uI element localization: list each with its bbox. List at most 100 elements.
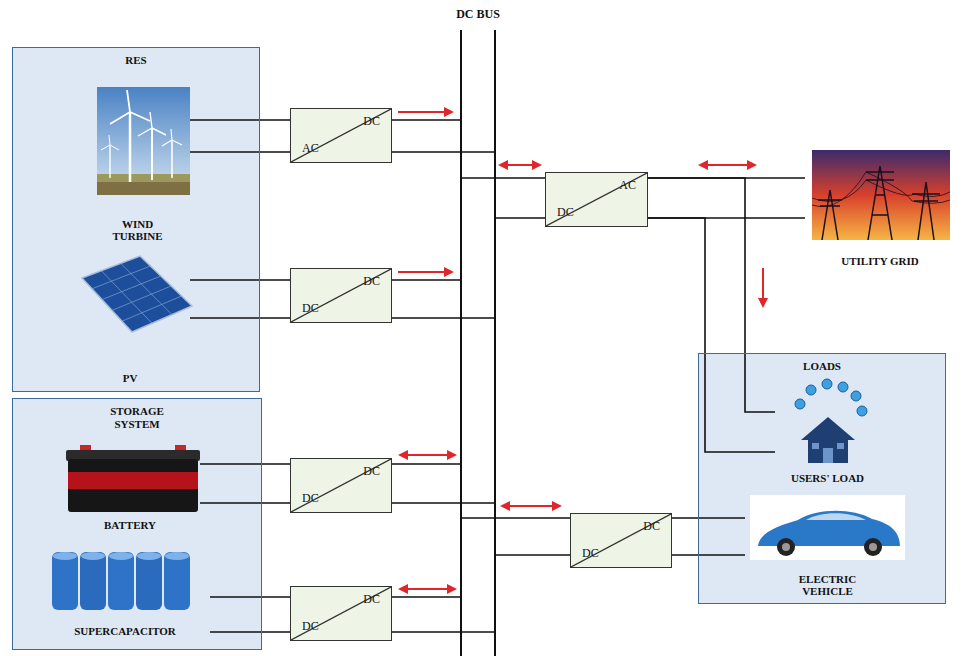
connector: [190, 280, 290, 318]
converter-port-label: DC: [302, 492, 319, 506]
connector: [392, 272, 495, 318]
component-label: WIND TURBINE: [103, 218, 173, 243]
connector: [190, 120, 290, 152]
wire: [392, 502, 495, 504]
flow-arrow: [398, 271, 452, 273]
converter-port-label: DC: [363, 115, 380, 129]
converter-port-label: DC: [643, 520, 660, 534]
wire: [648, 218, 775, 452]
pv-panel-picture: [82, 256, 192, 332]
flow-arrow: [762, 268, 764, 306]
wire: [190, 119, 290, 121]
converter-box: AC DC: [545, 172, 648, 227]
component-label: ELECTRIC VEHICLE: [793, 573, 863, 598]
wire: [461, 177, 545, 179]
converter-diagonal-line: [291, 587, 391, 640]
converter-port-label: AC: [302, 142, 319, 156]
component-label: PV: [123, 372, 138, 385]
flow-arrow: [700, 164, 755, 166]
wire: [392, 151, 495, 153]
flow-arrow: [500, 164, 540, 166]
converter-port-label: DC: [557, 206, 574, 220]
converter-port-label: DC: [302, 302, 319, 316]
wire: [190, 151, 290, 153]
dc-bus: DC BUS: [460, 30, 496, 656]
wire: [392, 596, 461, 598]
converter-diagonal-line: [291, 109, 391, 162]
connector: [392, 112, 495, 152]
group-heading: RES: [125, 54, 146, 67]
wire: [392, 119, 461, 121]
wire: [200, 463, 290, 465]
connector: [461, 165, 545, 218]
flow-arrow: [398, 111, 452, 113]
converter-box: DC DC: [290, 268, 392, 323]
connector: [648, 178, 775, 452]
group-box: LOADS USERS' LOAD ELECTRIC VEHICLE: [698, 353, 946, 604]
connector: [392, 589, 495, 632]
component-node: SUPERCAPACITOR: [40, 545, 210, 640]
wire: [392, 317, 495, 319]
wire: [495, 554, 570, 556]
wire: [190, 279, 290, 281]
wire: [190, 317, 290, 319]
component-label: UTILITY GRID: [841, 255, 919, 268]
component-label: SUPERCAPACITOR: [74, 625, 176, 638]
bus-label: DC BUS: [438, 8, 518, 22]
group-heading: LOADS: [803, 360, 841, 373]
connector: [200, 464, 290, 503]
component-node: WIND TURBINE: [85, 87, 190, 245]
converter-port-label: DC: [302, 620, 319, 634]
wire: [392, 279, 461, 281]
converter-box: DC DC: [290, 586, 392, 641]
wire: [200, 502, 290, 504]
component-label: USERS' LOAD: [791, 472, 864, 485]
converter-box: DC DC: [570, 513, 672, 568]
house-picture: [795, 379, 867, 463]
component-node: ELECTRIC VEHICLE: [745, 492, 910, 600]
converter-box: DC AC: [290, 108, 392, 163]
group-fill: [12, 398, 262, 650]
connector: [648, 165, 805, 218]
component-label: BATTERY: [104, 519, 156, 532]
connector: [210, 597, 290, 632]
wire: [392, 631, 495, 633]
utility-grid-picture: [812, 150, 950, 240]
wire: [672, 517, 745, 519]
group-fill: [698, 353, 946, 604]
group-box: STORAGE SYSTEM BATTERY SUPERCAPACITOR: [12, 398, 262, 650]
group-box: RES WIND TURBINE PV: [12, 47, 260, 392]
group-fill: [12, 47, 260, 392]
converter-box: DC DC: [290, 458, 392, 513]
converter-port-label: DC: [363, 275, 380, 289]
component-node: USERS' LOAD: [775, 375, 880, 487]
wire: [672, 554, 745, 556]
component-node: PV: [70, 255, 190, 387]
flow-arrow: [400, 454, 455, 456]
flow-arrow: [400, 588, 455, 590]
component-node: BATTERY: [60, 442, 200, 534]
converter-port-label: AC: [619, 179, 636, 193]
wire: [210, 596, 290, 598]
flow-arrow: [502, 505, 560, 507]
wire: [495, 217, 545, 219]
wind-turbine-picture: [97, 87, 190, 195]
component-node: UTILITY GRID: [805, 148, 955, 270]
supercapacitor-picture: [52, 552, 190, 610]
converter-diagonal-line: [546, 173, 647, 226]
converter-port-label: DC: [363, 465, 380, 479]
battery-picture: [66, 445, 200, 512]
converter-diagonal-line: [291, 269, 391, 322]
converter-diagonal-line: [291, 459, 391, 512]
wire: [210, 631, 290, 633]
connector: [461, 506, 570, 555]
converter-port-label: DC: [363, 593, 380, 607]
converter-port-label: DC: [582, 547, 599, 561]
group-heading: STORAGE SYSTEM: [92, 405, 182, 430]
connector: [392, 455, 495, 503]
converter-diagonal-line: [571, 514, 671, 567]
wire: [461, 517, 570, 519]
